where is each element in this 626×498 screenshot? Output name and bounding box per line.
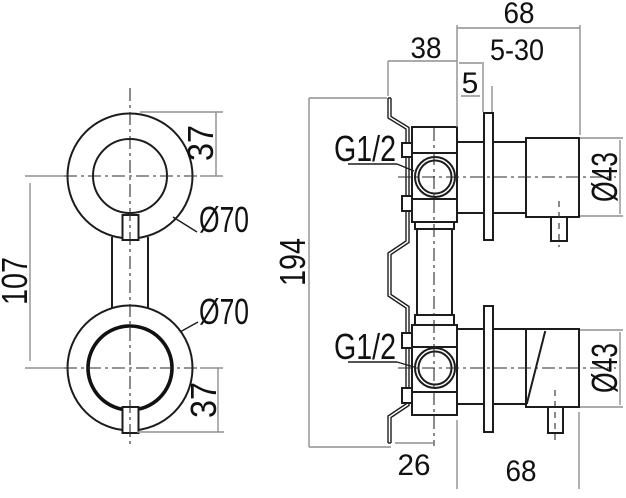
dim-37-top-label: 37 xyxy=(180,125,221,161)
dim-adjust-range: 5-30 xyxy=(459,34,544,112)
dia43-top-label: Ø43 xyxy=(584,152,625,202)
dim-68-top-label: 68 xyxy=(504,0,535,30)
dim-107-label: 107 xyxy=(0,257,35,305)
g12-bottom-label: G1/2 xyxy=(334,326,396,367)
connecting-pipe-front xyxy=(111,237,149,308)
g12-top-label: G1/2 xyxy=(334,128,396,169)
dim-dia70-bottom: Ø70 xyxy=(179,291,249,333)
dia70-top-label: Ø70 xyxy=(199,199,249,240)
dim-top-offset: 37 xyxy=(140,111,223,176)
bottom-handle-side xyxy=(456,305,580,441)
dia43-bottom-label: Ø43 xyxy=(584,343,625,393)
dim-26-label: 26 xyxy=(398,449,431,482)
dim-pipe-offset: 26 xyxy=(395,442,433,482)
dim-5-label: 5 xyxy=(462,67,479,100)
dim-depth-bottom: 68 xyxy=(456,412,580,489)
front-top-handle xyxy=(66,112,194,241)
wall-bracket xyxy=(387,97,410,444)
dim-total-height: 194 xyxy=(272,97,391,448)
dim-thread-bottom: G1/2 xyxy=(334,326,415,368)
side-view: 68 38 5-30 5 G1/2 xyxy=(272,0,625,489)
dim-dia70-top: Ø70 xyxy=(172,199,249,240)
center-lines-side xyxy=(398,128,616,446)
dim-5-30-label: 5-30 xyxy=(490,34,544,67)
dim-dia43-top: Ø43 xyxy=(580,137,625,217)
dim-flange-thickness: 5 xyxy=(461,67,493,112)
dim-depth-top: 68 xyxy=(456,0,581,135)
dim-bottom-offset: 37 xyxy=(137,368,224,433)
dim-68-bottom-label: 68 xyxy=(506,455,537,488)
dim-center-distance: 107 xyxy=(0,183,35,361)
dim-thread-top: G1/2 xyxy=(334,128,415,172)
front-view: 107 37 Ø70 Ø70 37 xyxy=(0,88,249,446)
dim-38-label: 38 xyxy=(411,32,442,65)
dim-dia43-bottom: Ø43 xyxy=(580,329,625,408)
dia70-bottom-label: Ø70 xyxy=(199,291,249,332)
flange-bottom xyxy=(483,305,494,433)
dim-wall-clearance: 38 xyxy=(387,32,457,96)
top-handle-side xyxy=(456,112,580,247)
dim-37-bottom-label: 37 xyxy=(183,382,224,418)
bottom-lever-side xyxy=(547,406,564,434)
dim-194-label: 194 xyxy=(272,238,313,286)
center-lines-front xyxy=(25,88,223,446)
